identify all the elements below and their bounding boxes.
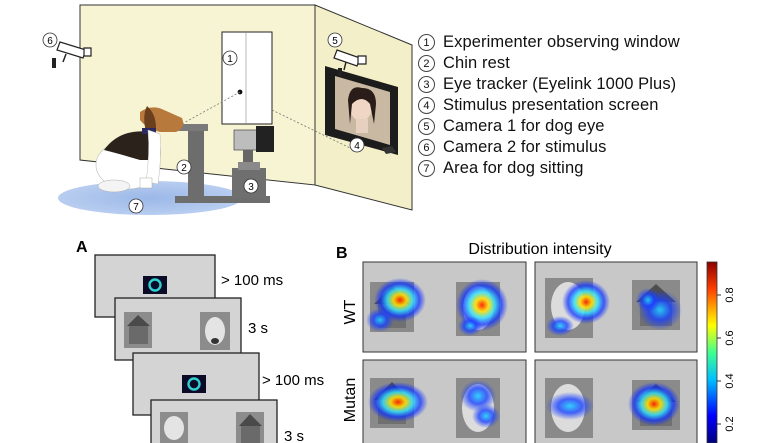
colorbar-ticks: 0.8 0.6 0.4 0.2 <box>717 287 736 432</box>
marker-2: 2 <box>176 159 192 175</box>
svg-text:2: 2 <box>181 163 187 174</box>
colorbar-tick-0.4: 0.4 <box>724 373 736 388</box>
heatmap-mutant-2 <box>534 359 698 443</box>
panel-b-letter: B <box>336 245 348 262</box>
legend-number-7: 7 <box>418 160 435 177</box>
legend-item-5: 5 Camera 1 for dog eye <box>418 116 778 137</box>
panel-a-trial-sequence: A > 100 ms 3 s > 100 ms 3 s <box>76 239 324 443</box>
svg-text:1: 1 <box>227 54 233 65</box>
colorbar-tick-0.2: 0.2 <box>724 416 736 431</box>
row-label-wt: WT <box>342 299 359 324</box>
legend-number-4: 4 <box>418 97 435 114</box>
legend-number-5: 5 <box>418 118 435 135</box>
svg-text:6: 6 <box>47 36 53 47</box>
legend-label-4: Stimulus presentation screen <box>443 96 659 114</box>
setup-legend: 1 Experimenter observing window 2 Chin res… <box>418 32 778 179</box>
legend-item-2: 2 Chin rest <box>418 53 778 74</box>
dog-illustration <box>95 106 184 193</box>
svg-text:7: 7 <box>133 202 139 213</box>
chin-rest <box>175 124 270 203</box>
panel-b-title: Distribution intensity <box>468 241 611 258</box>
marker-3: 3 <box>243 178 259 194</box>
camera-1-icon <box>333 49 367 76</box>
duration-label-2: 3 s <box>248 320 268 337</box>
legend-item-1: 1 Experimenter observing window <box>418 32 778 53</box>
legend-number-3: 3 <box>418 76 435 93</box>
camera-2-icon <box>52 41 92 68</box>
legend-label-5: Camera 1 for dog eye <box>443 117 605 135</box>
legend-label-3: Eye tracker (Eyelink 1000 Plus) <box>443 75 677 93</box>
marker-6: 6 <box>42 32 58 48</box>
legend-label-6: Camera 2 for stimulus <box>443 138 607 156</box>
panel-b-heatmaps: B Distribution intensity WT Mutan <box>336 241 736 443</box>
legend-number-2: 2 <box>418 55 435 72</box>
duration-label-3: > 100 ms <box>262 372 324 389</box>
legend-number-1: 1 <box>418 34 435 51</box>
legend-item-4: 4 Stimulus presentation screen <box>418 95 778 116</box>
legend-item-3: 3 Eye tracker (Eyelink 1000 Plus) <box>418 74 778 95</box>
stimulus-screen <box>325 66 398 155</box>
observing-window <box>221 31 273 125</box>
colorbar-tick-0.8: 0.8 <box>724 287 736 302</box>
legend-label-2: Chin rest <box>443 54 510 72</box>
colorbar-tick-0.6: 0.6 <box>724 330 736 345</box>
svg-text:3: 3 <box>248 182 254 193</box>
svg-text:4: 4 <box>354 141 360 152</box>
experiment-room: 1 2 3 4 5 6 7 <box>42 4 413 215</box>
duration-label-1: > 100 ms <box>221 272 283 289</box>
marker-1: 1 <box>222 50 238 66</box>
legend-item-7: 7 Area for dog sitting <box>418 158 778 179</box>
panel-a-letter: A <box>76 239 88 256</box>
eye-tracker <box>232 126 274 198</box>
heatmap-wt-1 <box>362 261 527 353</box>
legend-item-6: 6 Camera 2 for stimulus <box>418 137 778 158</box>
svg-text:5: 5 <box>332 36 338 47</box>
marker-7: 7 <box>128 198 144 214</box>
marker-4: 4 <box>349 137 365 153</box>
row-label-mutant: Mutan <box>342 378 359 422</box>
legend-label-7: Area for dog sitting <box>443 159 584 177</box>
legend-number-6: 6 <box>418 139 435 156</box>
heatmap-mutant-1 <box>362 359 527 443</box>
marker-5: 5 <box>327 32 343 48</box>
duration-label-4: 3 s <box>284 428 304 443</box>
colorbar <box>706 261 718 443</box>
legend-label-1: Experimenter observing window <box>443 33 680 51</box>
heatmap-wt-2 <box>534 261 698 353</box>
